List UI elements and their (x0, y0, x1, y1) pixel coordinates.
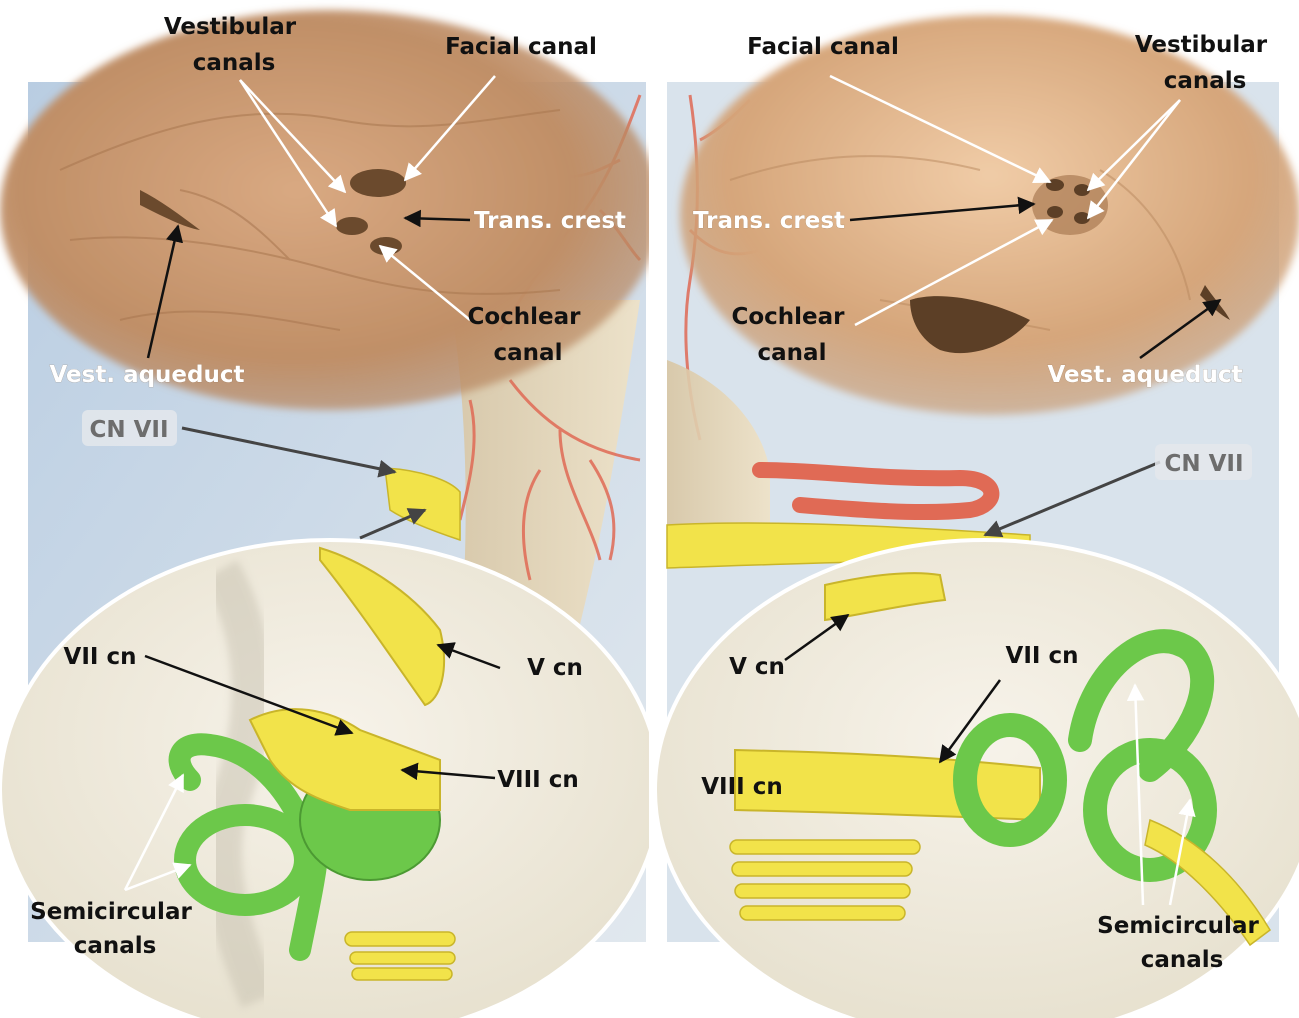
label-right-trans-crest: Trans. crest (693, 208, 845, 234)
left-panel (0, 10, 660, 1018)
label-left-vest-aqueduct: Vest. aqueduct (50, 362, 245, 388)
label-left-viii-cn: VIII cn (497, 767, 579, 793)
label-right-facial-canal: Facial canal (747, 34, 899, 60)
left-inset-shadow (220, 570, 260, 1000)
label-right-vest-aqueduct: Vest. aqueduct (1048, 362, 1243, 388)
left-vestibular-opening (336, 217, 368, 235)
right-panel (655, 15, 1299, 1018)
label-left-facial-canal: Facial canal (445, 34, 597, 60)
label-left-cn-vii: CN VII (89, 417, 168, 443)
left-lower-nerves (345, 932, 455, 980)
label-right-vii-cn: VII cn (1006, 643, 1079, 669)
left-facial-canal-opening (350, 169, 406, 197)
label-right-cn-vii: CN VII (1164, 451, 1243, 477)
label-left-vii-cn: VII cn (64, 644, 137, 670)
label-left-v-cn: V cn (527, 655, 583, 681)
label-right-viii-cn: VIII cn (701, 774, 783, 800)
label-left-trans-crest: Trans. crest (474, 208, 626, 234)
label-right-v-cn: V cn (729, 654, 785, 680)
